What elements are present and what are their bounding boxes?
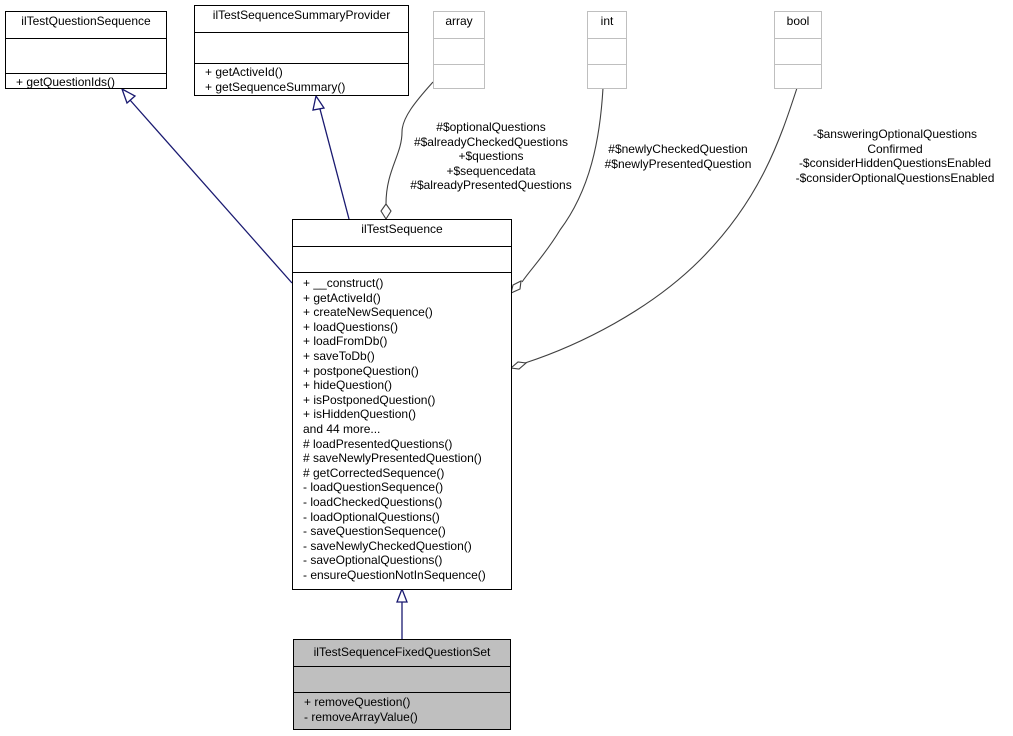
- attributes-section: [434, 38, 484, 64]
- method: # loadPresentedQuestions(): [303, 436, 453, 451]
- attributes-section: [775, 38, 821, 64]
- class-il-test-sequence[interactable]: ilTestSequence + __construct() + getActi…: [292, 219, 512, 590]
- method: + loadFromDb(): [303, 334, 388, 349]
- composition-edge-bool: [524, 87, 798, 364]
- method: - saveQuestionSequence(): [303, 524, 446, 539]
- method: + getActiveId(): [303, 290, 381, 305]
- label-bool-members: -$answeringOptionalQuestions Confirmed -…: [795, 127, 995, 185]
- methods-section: [434, 64, 484, 88]
- composition-edge-array: [385, 81, 434, 205]
- method: - saveNewlyCheckedQuestion(): [303, 538, 472, 553]
- composition-diamond-bool: [509, 361, 528, 370]
- method: + getQuestionIds(): [16, 75, 116, 89]
- class-il-test-sequence-fixed-question-set[interactable]: ilTestSequenceFixedQuestionSet + removeQ…: [293, 639, 511, 730]
- methods-section: + getQuestionIds(): [6, 73, 166, 89]
- attributes-section: [6, 38, 166, 73]
- method: - saveOptionalQuestions(): [303, 553, 443, 568]
- class-name: int: [600, 14, 614, 28]
- more-methods-note: and 44 more...: [303, 421, 381, 436]
- inheritance-edge-summary-provider: [319, 108, 350, 220]
- class-name: bool: [786, 14, 810, 28]
- attributes-section: [293, 246, 511, 272]
- method: + removeQuestion(): [304, 695, 411, 709]
- attributes-section: [588, 38, 626, 64]
- methods-section: + getActiveId() + getSequenceSummary(): [195, 63, 408, 95]
- composition-edge-int: [521, 87, 604, 283]
- methods-section: [775, 64, 821, 88]
- methods-section: + removeQuestion() - removeArrayValue(): [294, 692, 510, 729]
- method: - loadCheckedQuestions(): [303, 494, 443, 509]
- label-array-members: #$optionalQuestions #$alreadyCheckedQues…: [410, 120, 572, 193]
- method: + getSequenceSummary(): [205, 79, 346, 94]
- method: + saveToDb(): [303, 348, 375, 363]
- method: - removeArrayValue(): [304, 709, 418, 724]
- inheritance-arrowhead-summary-provider: [312, 94, 326, 111]
- method: + loadQuestions(): [303, 319, 399, 334]
- label-int-members: #$newlyCheckedQuestion #$newlyPresentedQ…: [604, 142, 752, 171]
- method: - loadQuestionSequence(): [303, 480, 444, 495]
- methods-section: + __construct() + getActiveId() + create…: [293, 272, 511, 589]
- method: + createNewSequence(): [303, 305, 433, 320]
- attributes-section: [195, 32, 408, 63]
- inheritance-edge-question-sequence: [129, 99, 293, 284]
- class-name: ilTestQuestionSequence: [21, 14, 151, 28]
- method: + postponeQuestion(): [303, 363, 419, 378]
- method: - loadOptionalQuestions(): [303, 509, 440, 524]
- method: + getActiveId(): [205, 65, 283, 79]
- inheritance-arrowhead-fixed-set: [396, 587, 408, 603]
- composition-diamond-int: [510, 280, 522, 294]
- method: + __construct(): [303, 276, 384, 290]
- class-il-test-question-sequence[interactable]: ilTestQuestionSequence + getQuestionIds(…: [5, 11, 167, 89]
- class-name: array: [445, 14, 473, 28]
- composition-diamond-array: [380, 203, 392, 221]
- class-name: ilTestSequenceSummaryProvider: [212, 8, 391, 22]
- methods-section: [588, 64, 626, 88]
- method: - ensureQuestionNotInSequence(): [303, 567, 486, 582]
- class-il-test-sequence-summary-provider[interactable]: ilTestSequenceSummaryProvider + getActiv…: [194, 5, 409, 96]
- method: + isHiddenQuestion(): [303, 407, 417, 422]
- class-array[interactable]: array: [433, 11, 485, 89]
- method: + isPostponedQuestion(): [303, 392, 436, 407]
- class-name: ilTestSequenceFixedQuestionSet: [313, 645, 491, 659]
- attributes-section: [294, 666, 510, 692]
- method: # saveNewlyPresentedQuestion(): [303, 451, 482, 466]
- class-bool[interactable]: bool: [774, 11, 822, 89]
- inheritance-arrowhead-question-sequence: [120, 87, 137, 105]
- class-name: ilTestSequence: [361, 222, 443, 236]
- method: # getCorrectedSequence(): [303, 465, 445, 480]
- method: + hideQuestion(): [303, 378, 393, 393]
- class-int[interactable]: int: [587, 11, 627, 89]
